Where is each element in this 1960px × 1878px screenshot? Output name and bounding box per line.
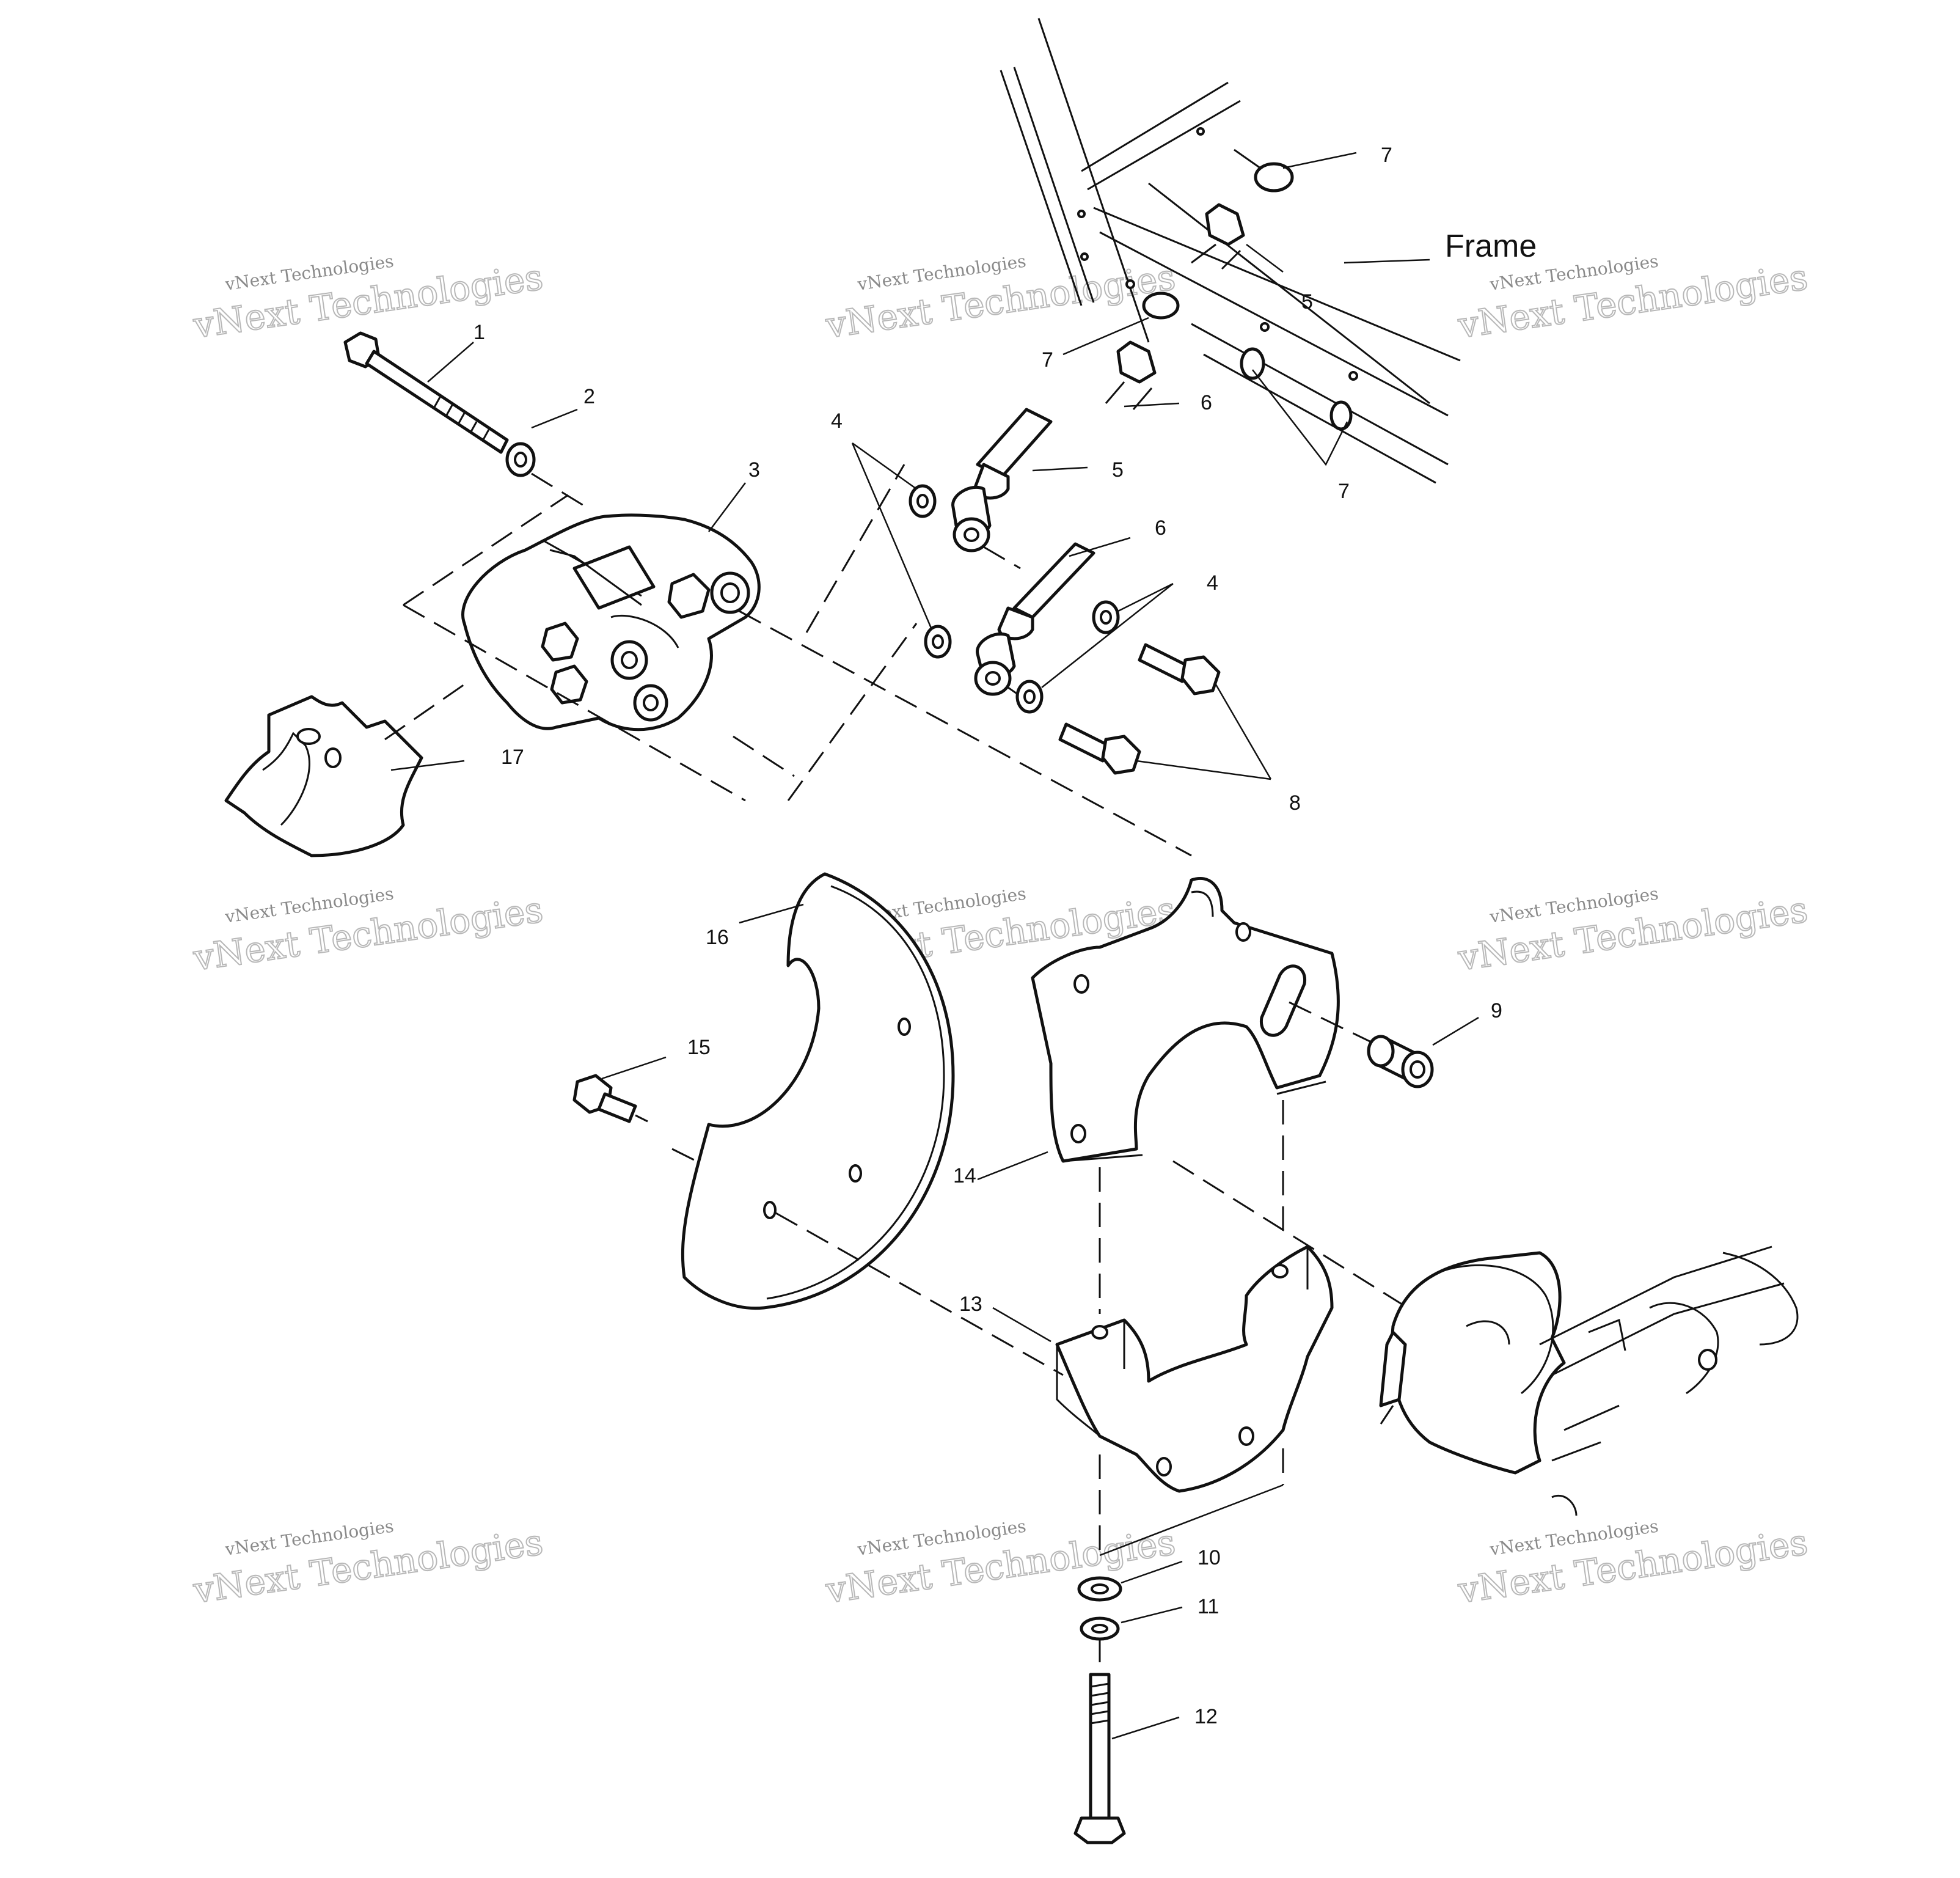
flat-washer — [1077, 1576, 1122, 1602]
callout-14: 14 — [953, 1164, 976, 1187]
banjo-bolt — [1058, 722, 1141, 775]
callout-17: 17 — [501, 746, 524, 769]
callout-5a: 5 — [1301, 290, 1313, 314]
banjo-bolt — [1138, 643, 1221, 695]
washer — [924, 625, 952, 659]
watermark: vNext Technologies vNext Technologies — [190, 884, 546, 980]
callout-11: 11 — [1198, 1595, 1219, 1618]
washer — [1092, 600, 1120, 634]
washer — [505, 442, 536, 477]
brake-caliper — [461, 513, 761, 732]
mounting-bracket-upper — [1031, 877, 1340, 1163]
watermark: vNext Technologies vNext Technologies — [1455, 884, 1811, 980]
long-bolt — [343, 331, 509, 454]
watermark: vNext Technologies vNext Technologies — [190, 251, 546, 347]
frame-washer-7 — [1142, 292, 1180, 320]
watermark: vNext Technologies vNext Technologies — [1455, 1516, 1811, 1612]
callout-9: 9 — [1491, 999, 1502, 1022]
watermark: vNext Technologies vNext Technologies — [822, 1516, 1179, 1612]
washer — [909, 484, 937, 518]
callout-4a: 4 — [831, 409, 843, 433]
washer — [1015, 680, 1044, 714]
brake-disc — [681, 872, 955, 1310]
watermark: vNext Technologies vNext Technologies — [190, 1516, 546, 1612]
callout-12: 12 — [1194, 1705, 1218, 1728]
axle-housing — [1172, 1160, 1799, 1516]
frame-label: Frame — [1445, 229, 1537, 264]
hose-fitting-nut — [1205, 203, 1245, 246]
frame-ring-7 — [1240, 347, 1265, 380]
callout-6a: 6 — [1201, 391, 1212, 414]
callout-6b: 6 — [1155, 516, 1166, 540]
callout-8: 8 — [1289, 791, 1301, 815]
callout-7c: 7 — [1338, 480, 1350, 503]
callout-3: 3 — [748, 458, 760, 482]
callout-16: 16 — [706, 926, 729, 949]
callout-10: 10 — [1198, 1546, 1221, 1569]
callout-5b: 5 — [1112, 458, 1124, 482]
frame-ring-7 — [1329, 400, 1353, 431]
frame-washer-7 — [1254, 162, 1294, 193]
callout-1: 1 — [474, 321, 485, 344]
watermarks: vNext Technologies vNext Technologies vN… — [190, 251, 1811, 1612]
brake-pad — [224, 695, 423, 857]
mounting-bracket-lower — [1055, 1245, 1334, 1493]
callout-2: 2 — [583, 385, 595, 408]
callout-7b: 7 — [1042, 348, 1053, 372]
callout-4b: 4 — [1207, 571, 1218, 595]
bushing — [1367, 1035, 1434, 1088]
brake-hose-upper — [951, 408, 1053, 552]
callout-15: 15 — [687, 1036, 711, 1059]
lock-washer — [1080, 1616, 1120, 1641]
callout-13: 13 — [959, 1293, 982, 1316]
mounting-bolt-long — [1073, 1673, 1126, 1844]
frame-assembly — [1000, 18, 1461, 484]
brake-hose-lower — [974, 542, 1095, 696]
hose-fitting-nut — [1116, 340, 1157, 384]
callout-7a: 7 — [1381, 144, 1392, 167]
mounting-bolt — [572, 1074, 637, 1123]
